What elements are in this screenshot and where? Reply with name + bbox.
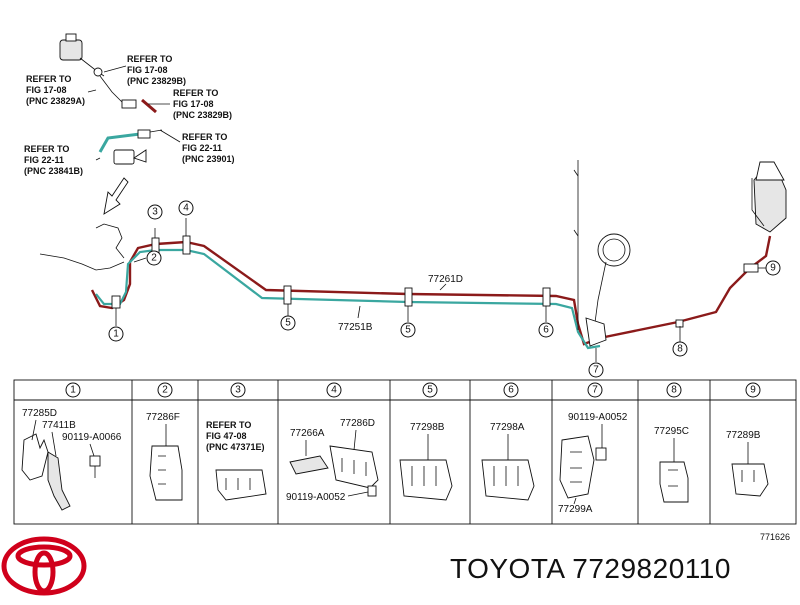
svg-text:(PNC 23901): (PNC 23901)	[182, 154, 235, 164]
svg-text:6: 6	[508, 385, 514, 396]
svg-text:3: 3	[235, 385, 241, 396]
svg-text:77289B: 77289B	[726, 430, 761, 441]
filter-assembly	[59, 33, 181, 215]
svg-text:8: 8	[677, 344, 683, 355]
svg-text:7: 7	[593, 365, 599, 376]
svg-text:77286D: 77286D	[340, 418, 375, 429]
callout-2: 2	[146, 250, 162, 266]
svg-text:2: 2	[162, 385, 168, 396]
brand-part-number: TOYOTA 7729820110	[450, 553, 731, 584]
svg-text:90119-A0052: 90119-A0052	[568, 412, 628, 423]
svg-text:(PNC 47371E): (PNC 47371E)	[206, 442, 265, 452]
diagram-id: 771626	[760, 532, 790, 542]
svg-text:77411B: 77411B	[42, 420, 76, 431]
svg-text:77266A: 77266A	[290, 428, 325, 439]
svg-text:FIG 47-08: FIG 47-08	[206, 431, 247, 441]
svg-text:REFER TO: REFER TO	[127, 54, 172, 64]
svg-text:3: 3	[152, 207, 158, 218]
svg-text:REFER TO: REFER TO	[24, 144, 69, 154]
svg-text:(PNC 23829B): (PNC 23829B)	[173, 110, 232, 120]
legend-col-8: 77295C	[654, 426, 689, 503]
legend-col-9: 77289B	[726, 430, 769, 497]
svg-text:REFER TO: REFER TO	[26, 74, 71, 84]
svg-text:2: 2	[151, 253, 157, 264]
svg-text:FIG 22-11: FIG 22-11	[182, 143, 222, 153]
legend-col-2: 77286F	[146, 412, 183, 501]
legend-header-4: 4	[326, 382, 342, 398]
svg-text:1: 1	[113, 329, 119, 340]
svg-text:7: 7	[592, 385, 598, 396]
legend-header-7: 7	[587, 382, 603, 398]
legend-header-5: 5	[422, 382, 438, 398]
legend-col-3: REFER TO FIG 47-08 (PNC 47371E)	[206, 420, 267, 501]
svg-text:5: 5	[405, 325, 411, 336]
legend-header-9: 9	[745, 382, 761, 398]
svg-text:77295C: 77295C	[654, 426, 689, 437]
callout-1: 1	[108, 326, 124, 342]
legend-col-7: 90119-A0052 77299A	[558, 412, 628, 515]
label-77251b: 77251B	[338, 322, 373, 333]
svg-text:(PNC 23829A): (PNC 23829A)	[26, 96, 85, 106]
legend-header-8: 8	[666, 382, 682, 398]
svg-text:1: 1	[70, 385, 76, 396]
legend-header-6: 6	[503, 382, 519, 398]
ref-23901: REFER TO FIG 22-11 (PNC 23901)	[182, 132, 235, 164]
svg-text:4: 4	[331, 385, 337, 396]
ref-23841b: REFER TO FIG 22-11 (PNC 23841B)	[24, 144, 83, 176]
legend-col-4: 77266A 77286D 90119-A0052	[286, 418, 379, 503]
callout-6: 6	[538, 322, 554, 338]
callout-9: 9	[765, 260, 781, 276]
svg-text:90119-A0052: 90119-A0052	[286, 492, 346, 503]
legend-header-1: 1	[65, 382, 81, 398]
svg-text:77299A: 77299A	[558, 504, 593, 515]
legend-col-5: 77298B	[399, 422, 453, 501]
svg-text:77298A: 77298A	[490, 422, 525, 433]
svg-text:6: 6	[543, 325, 549, 336]
svg-text:77285D: 77285D	[22, 408, 57, 419]
svg-text:4: 4	[183, 203, 189, 214]
svg-text:9: 9	[750, 385, 756, 396]
svg-text:FIG 17-08: FIG 17-08	[26, 85, 67, 95]
callout-5b: 5	[400, 322, 416, 338]
svg-text:5: 5	[427, 385, 433, 396]
legend-header-2: 2	[157, 382, 173, 398]
legend-header-3: 3	[230, 382, 246, 398]
svg-text:REFER TO: REFER TO	[182, 132, 227, 142]
callout-7: 7	[588, 362, 604, 378]
svg-text:REFER TO: REFER TO	[173, 88, 218, 98]
callout-8: 8	[672, 341, 688, 357]
callout-3: 3	[147, 204, 163, 220]
legend-col-1: 77285D 77411B 90119-A0066	[21, 408, 122, 511]
svg-text:90119-A0066: 90119-A0066	[62, 432, 122, 443]
brake-lines	[39, 160, 787, 362]
svg-text:5: 5	[285, 318, 291, 329]
label-77261d: 77261D	[428, 274, 463, 285]
legend-table	[13, 379, 797, 525]
svg-text:8: 8	[671, 385, 677, 396]
svg-text:FIG 17-08: FIG 17-08	[173, 99, 214, 109]
callout-5a: 5	[280, 315, 296, 331]
svg-text:(PNC 23841B): (PNC 23841B)	[24, 166, 83, 176]
ref-23829b-mid: REFER TO FIG 17-08 (PNC 23829B)	[173, 88, 232, 120]
svg-text:REFER TO: REFER TO	[206, 420, 251, 430]
ref-23829a: REFER TO FIG 17-08 (PNC 23829A)	[26, 74, 85, 106]
svg-text:(PNC 23829B): (PNC 23829B)	[127, 76, 186, 86]
ref-23829b-top: REFER TO FIG 17-08 (PNC 23829B)	[127, 54, 186, 86]
svg-text:77298B: 77298B	[410, 422, 445, 433]
toyota-logo-icon	[1, 536, 87, 596]
svg-text:77286F: 77286F	[146, 412, 180, 423]
callout-4: 4	[178, 200, 194, 216]
svg-text:FIG 22-11: FIG 22-11	[24, 155, 64, 165]
svg-text:9: 9	[770, 263, 776, 274]
svg-text:FIG 17-08: FIG 17-08	[127, 65, 168, 75]
legend-col-6: 77298A	[481, 422, 535, 501]
